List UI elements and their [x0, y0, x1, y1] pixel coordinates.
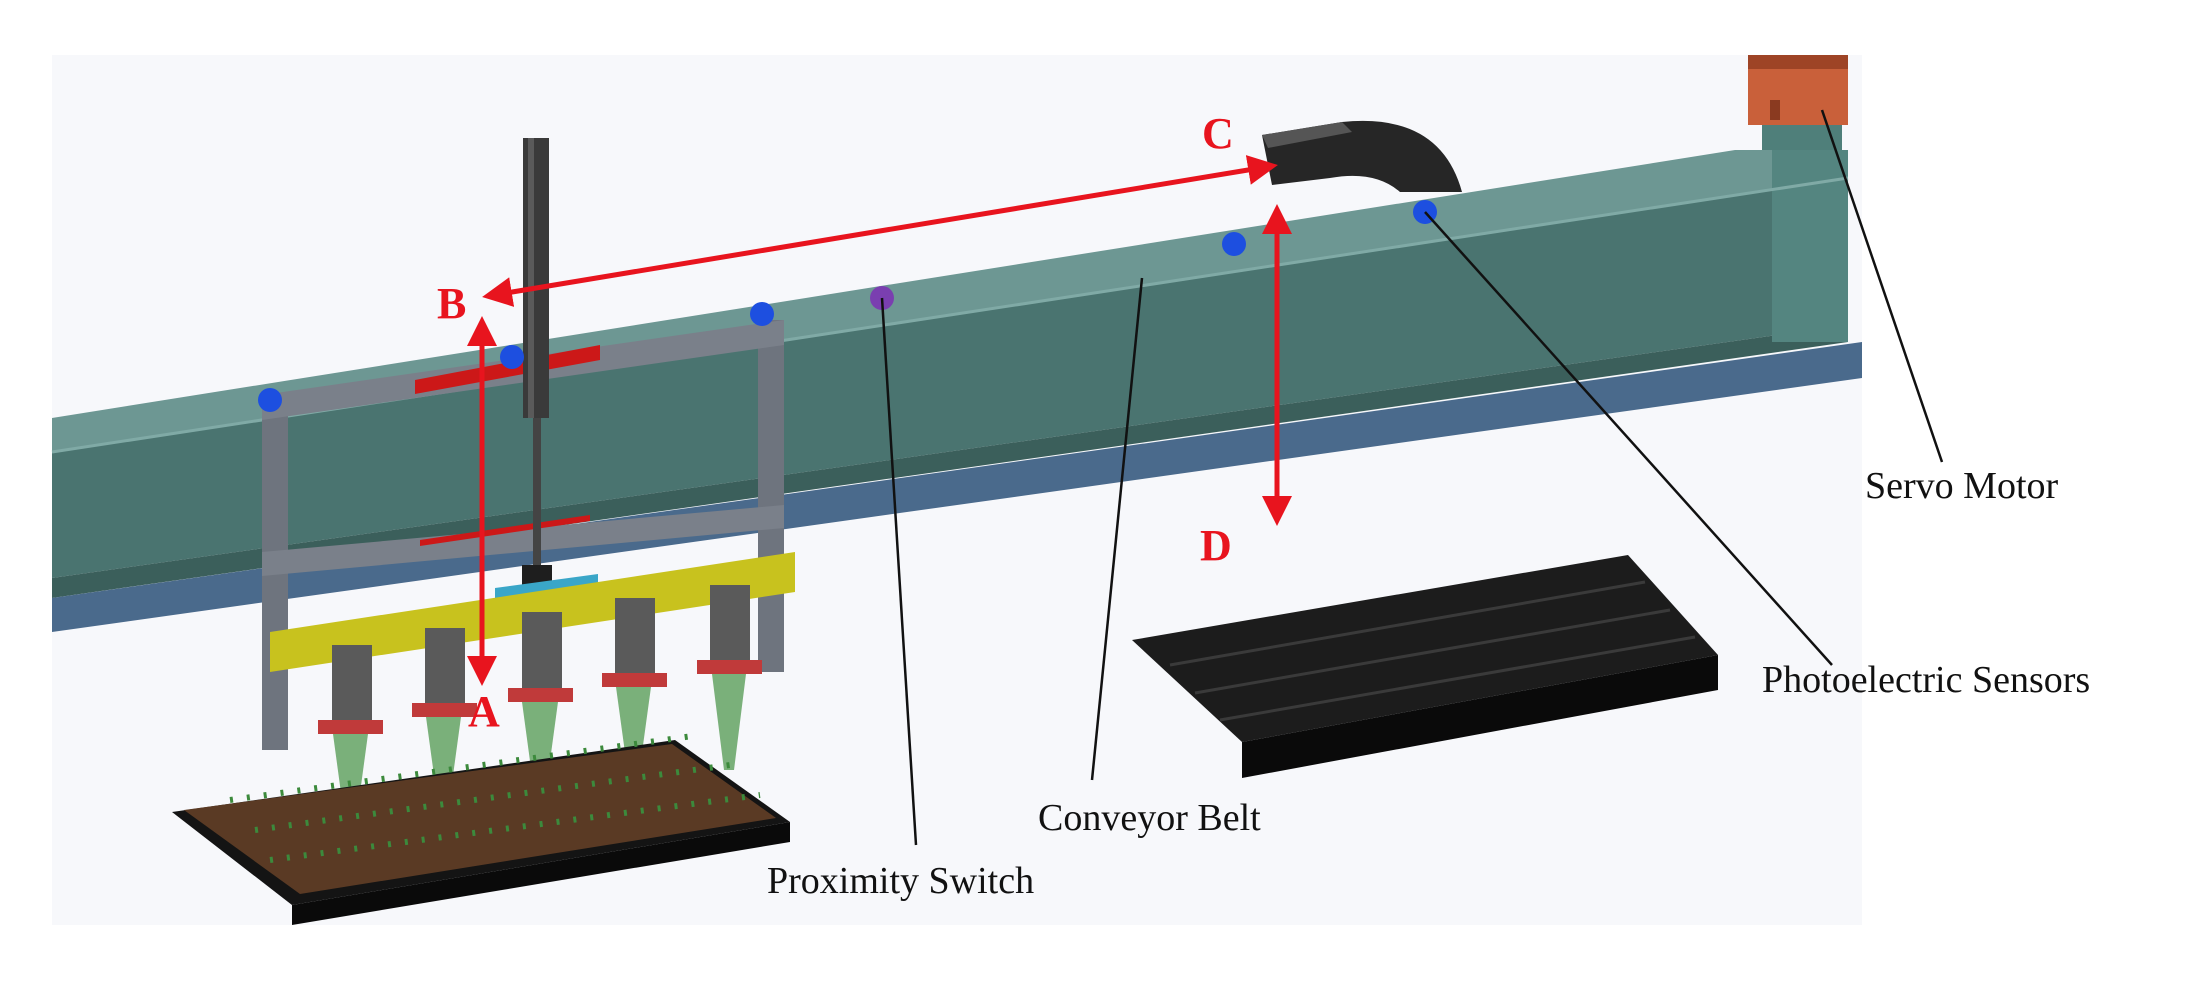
leader-conveyor-belt — [1090, 277, 1144, 781]
leader-proximity-switch — [880, 297, 918, 846]
point-label-b: B — [437, 279, 466, 328]
point-label-a: A — [468, 687, 500, 736]
cable-chain — [1262, 120, 1462, 192]
label-proximity-switch: Proximity Switch — [767, 860, 1034, 902]
gripper-array — [318, 585, 762, 830]
leader-photoelectric-sensors — [1424, 211, 1833, 666]
photoelectric-sensor-dot — [258, 388, 282, 412]
photoelectric-sensor-dot — [500, 345, 524, 369]
leader-servo-motor — [1820, 109, 1944, 463]
seedling-tray-planted — [172, 732, 790, 925]
label-conveyor-belt: Conveyor Belt — [1038, 797, 1261, 839]
leader-lines — [880, 109, 1944, 846]
arrow-b-to-c — [482, 155, 1278, 307]
photoelectric-sensor-dot — [750, 302, 774, 326]
point-label-d: D — [1200, 521, 1232, 570]
point-label-c: C — [1202, 109, 1234, 158]
label-servo-motor: Servo Motor — [1865, 465, 2059, 507]
motion-arrows — [467, 155, 1292, 686]
label-photoelectric-sensors: Photoelectric Sensors — [1762, 659, 2090, 701]
empty-tray — [1132, 555, 1718, 778]
photoelectric-sensor-dot — [1222, 232, 1246, 256]
